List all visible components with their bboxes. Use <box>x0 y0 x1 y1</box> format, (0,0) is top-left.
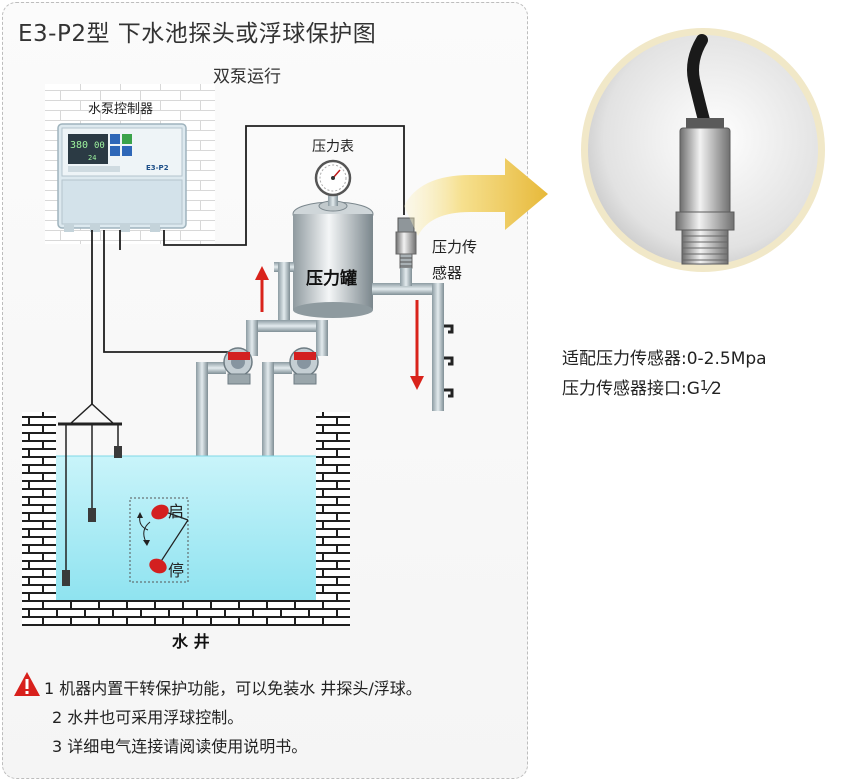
controller-digits-left: 380 <box>70 140 88 151</box>
pressure-sensor-label-line1: 压力传 <box>432 238 478 256</box>
water-well <box>22 412 350 626</box>
spec-sensor-range: 适配压力传感器:0-2.5Mpa <box>562 349 767 369</box>
controller-digits-right: 00 <box>94 141 105 151</box>
flow-arrow-up <box>255 266 269 312</box>
spec-sensor-interface: 压力传感器接口:G1⁄2 <box>562 374 722 399</box>
pressure-tank <box>292 200 374 318</box>
spec-interface-slash: ⁄ <box>708 379 712 399</box>
float-stop-label: 停 <box>168 561 185 580</box>
spec-interface-prefix: 压力传感器接口:G <box>562 379 700 399</box>
pressure-gauge-label: 压力表 <box>312 139 354 155</box>
pump-controller <box>57 123 187 232</box>
note-3: 3 详细电气连接请阅读使用说明书。 <box>52 737 308 756</box>
level-probes <box>62 446 122 586</box>
pump-1 <box>223 347 253 385</box>
callout-arrow <box>404 158 548 236</box>
well-label: 水 井 <box>172 632 210 651</box>
diagram-title: E3-P2型 下水池探头或浮球保护图 <box>18 21 377 47</box>
pump-2 <box>289 347 319 385</box>
pressure-tank-label: 压力罐 <box>306 269 357 289</box>
pressure-sensor-label: 压力传 感器 <box>432 234 477 286</box>
pressure-sensor <box>395 217 417 269</box>
note-2: 2 水井也可采用浮球控制。 <box>52 708 244 727</box>
controller-label: 水泵控制器 <box>88 102 154 117</box>
float-switch <box>129 497 189 583</box>
pressure-gauge <box>314 159 352 206</box>
sensor-photo <box>581 28 825 272</box>
probe-hanger <box>58 403 122 572</box>
pressure-sensor-label-line2: 感器 <box>432 264 463 282</box>
flow-arrow-down <box>410 300 424 390</box>
diagram-subtitle: 双泵运行 <box>213 67 281 87</box>
spec-interface-denominator: 2 <box>711 379 722 399</box>
control-wiring <box>91 125 405 404</box>
float-start-label: 启 <box>168 502 185 521</box>
controller-digits-small: 24 <box>88 154 96 162</box>
controller-model: E3-P2 <box>146 164 169 172</box>
warning-icon <box>14 672 40 696</box>
note-1: 1 机器内置干转保护功能，可以免装水 井探头/浮球。 <box>44 679 422 698</box>
spec-interface-numerator: 1 <box>699 379 709 394</box>
